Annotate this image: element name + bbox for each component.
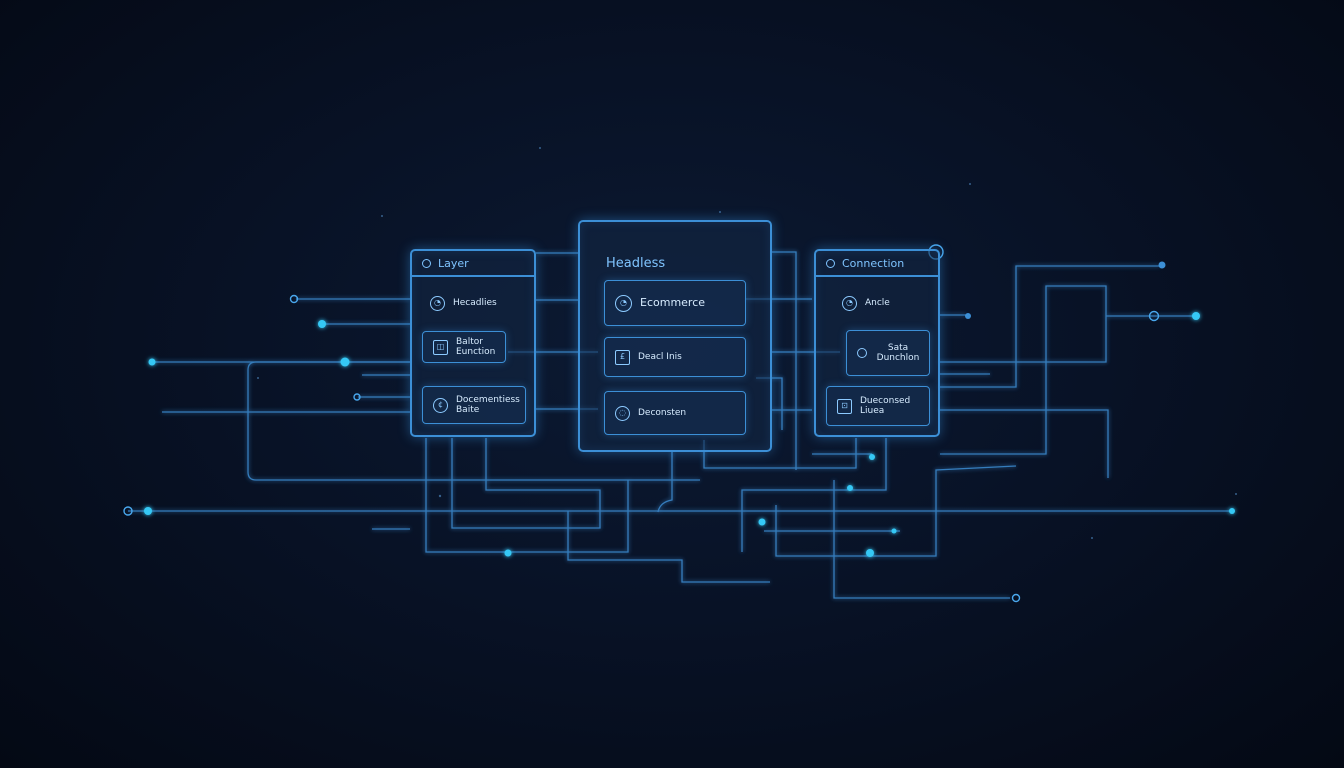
clock-icon: ◔ [842, 295, 857, 311]
circle-icon [826, 258, 835, 268]
center-panel-title: Headless [606, 256, 666, 271]
node-ring [123, 506, 133, 516]
document-icon: £ [615, 349, 630, 365]
connector-line [567, 511, 770, 583]
connector-line [657, 452, 673, 513]
connector-line [938, 409, 1109, 478]
left-item-3-label: Docementiess Baite [456, 395, 520, 415]
left-panel-title: Layer [438, 256, 469, 270]
node-ring [353, 393, 361, 401]
node-dot [144, 507, 152, 515]
right-panel-header: Connection [816, 251, 938, 277]
connector-line [425, 438, 629, 553]
node-dot [866, 549, 874, 557]
left-panel: Layer ◔ Hecadlies ◫ Baltor Eunction ¢ Do… [410, 249, 536, 437]
right-item-1[interactable]: ◔ Ancle [832, 291, 932, 315]
connector-line [247, 361, 700, 481]
center-panel: Headless ◔ Ecommerce £ Deacl Inis ◌ Deco… [578, 220, 772, 452]
left-item-1-label: Hecadlies [453, 298, 497, 308]
right-item-1-label: Ancle [865, 298, 890, 308]
connector-line [772, 251, 797, 470]
center-item-1-label: Ecommerce [640, 296, 706, 309]
left-item-3[interactable]: ¢ Docementiess Baite [422, 386, 526, 424]
right-panel: Connection ◔ Ancle Sata Dunchlon ⊡ Dueco… [814, 249, 940, 437]
node-dot [504, 549, 512, 557]
clock-icon: ◔ [615, 294, 632, 312]
connector-line [451, 438, 601, 529]
cart-icon: ⊡ [837, 398, 852, 414]
right-item-2[interactable]: Sata Dunchlon [846, 330, 930, 376]
left-item-2[interactable]: ◫ Baltor Eunction [422, 331, 506, 363]
node-dot [869, 454, 875, 460]
connector-line [938, 285, 1107, 455]
node-dot [847, 485, 853, 491]
right-panel-title: Connection [842, 256, 905, 270]
connector-line [741, 438, 887, 552]
right-item-2-label: Sata Dunchlon [876, 343, 920, 363]
connector-line [703, 438, 857, 469]
node-dot [318, 320, 326, 328]
left-panel-header: Layer [412, 251, 534, 277]
circle-icon: ◌ [615, 405, 630, 421]
node-dot [148, 358, 156, 366]
node-ring [1011, 593, 1021, 603]
cube-icon: ◫ [433, 339, 448, 355]
node-dot [1192, 312, 1200, 320]
node-dot [1229, 508, 1235, 514]
node-dot [340, 357, 350, 367]
circle-icon [857, 348, 867, 358]
node-dot [965, 313, 971, 319]
connector-line [833, 480, 1010, 599]
center-item-2[interactable]: £ Deacl Inis [604, 337, 746, 377]
node-dot [891, 528, 897, 534]
connector-line [775, 465, 1017, 557]
right-item-3[interactable]: ⊡ Dueconsed Liuea [826, 386, 930, 426]
center-item-2-label: Deacl Inis [638, 352, 682, 362]
center-item-1[interactable]: ◔ Ecommerce [604, 280, 746, 326]
center-item-3[interactable]: ◌ Deconsten [604, 391, 746, 435]
right-item-3-label: Dueconsed Liuea [860, 396, 911, 416]
left-item-2-label: Baltor Eunction [456, 337, 496, 357]
node-dot [1158, 261, 1166, 269]
node-ring [289, 294, 299, 304]
clock-icon: ◔ [430, 295, 445, 311]
node-ring [1148, 310, 1160, 322]
center-item-3-label: Deconsten [638, 408, 687, 418]
node-dot [758, 518, 766, 526]
left-item-1[interactable]: ◔ Hecadlies [420, 291, 530, 315]
connector-line [938, 265, 1160, 388]
circle-icon [422, 258, 431, 268]
dollar-icon: ¢ [433, 397, 448, 413]
